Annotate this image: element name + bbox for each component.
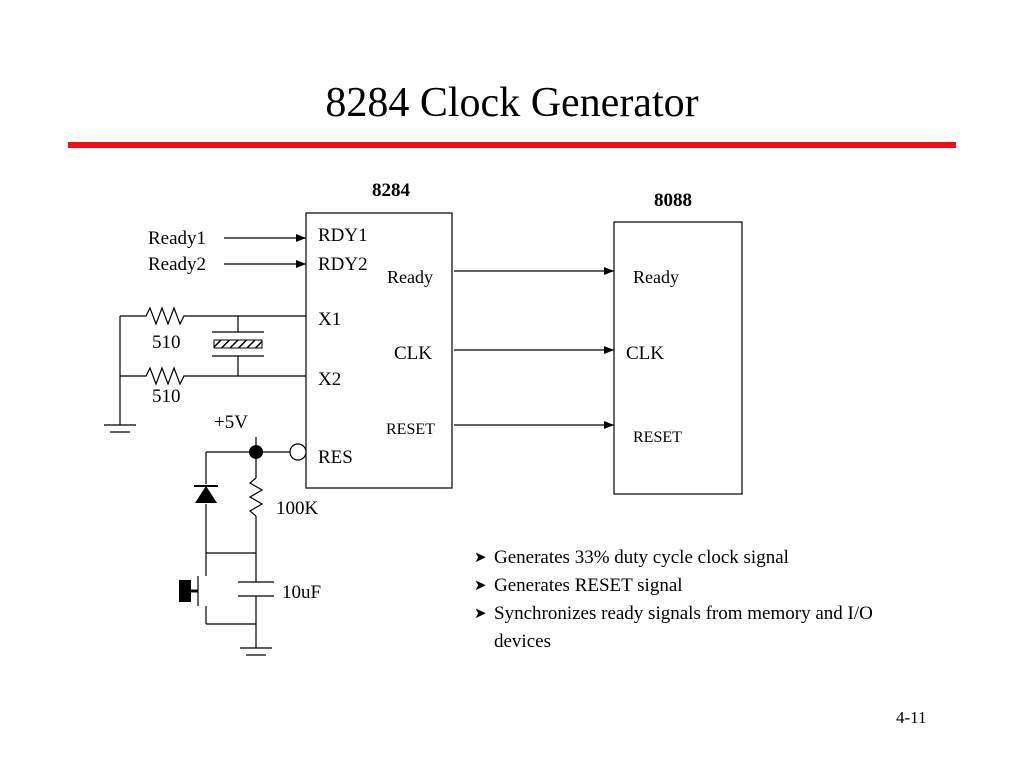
pin-reset-in-label: RESET xyxy=(633,429,682,446)
pin-rdy2-label: RDY2 xyxy=(318,254,368,275)
reset-capacitor-label: 10uF xyxy=(282,582,321,603)
pin-x1-label: X1 xyxy=(318,309,341,330)
pin-reset-out-label: RESET xyxy=(386,421,435,438)
ground-icon-reset xyxy=(240,647,272,656)
resistor-value-top: 510 xyxy=(152,332,181,353)
bullet-item: ➤Generates 33% duty cycle clock signal xyxy=(472,544,912,572)
feature-bullets: ➤Generates 33% duty cycle clock signal ➤… xyxy=(472,544,912,656)
chip-8088-label: 8088 xyxy=(654,190,692,211)
supply-node-dot xyxy=(249,445,263,459)
pin-ready-out-label: Ready xyxy=(387,267,433,287)
pin-res-label: RES xyxy=(318,447,353,468)
diode-icon xyxy=(194,485,218,503)
page-number: 4-11 xyxy=(896,708,927,727)
pin-x2-label: X2 xyxy=(318,369,341,390)
ground-icon xyxy=(104,424,136,433)
ready2-input-label: Ready2 xyxy=(148,254,206,275)
reset-resistor-label: 100K xyxy=(276,498,319,519)
chip-8088-body xyxy=(613,221,743,495)
push-switch-icon xyxy=(179,580,198,602)
supply-voltage-label: +5V xyxy=(214,412,248,433)
crystal-network xyxy=(119,306,306,425)
slide-title: 8284 Clock Generator xyxy=(325,80,699,126)
pin-rdy1-label: RDY1 xyxy=(318,225,368,246)
res-input-pin xyxy=(289,443,307,461)
bullet-item: ➤Generates RESET signal xyxy=(472,572,912,600)
resistor-value-bottom: 510 xyxy=(152,386,181,407)
crystal-icon xyxy=(213,339,263,349)
arrowhead-bullet-icon: ➤ xyxy=(474,578,487,594)
arrowhead-bullet-icon: ➤ xyxy=(474,550,487,566)
pin-ready-in-label: Ready xyxy=(633,267,679,287)
arrowhead-bullet-icon: ➤ xyxy=(474,606,487,622)
pin-clk-out-label: CLK xyxy=(394,343,432,364)
pin-clk-in-label: CLK xyxy=(626,343,664,364)
title-divider xyxy=(68,142,956,148)
chip-8284-body xyxy=(305,212,453,489)
chip-8284-label: 8284 xyxy=(372,180,411,201)
reset-circuit xyxy=(197,437,290,648)
ready1-input-label: Ready1 xyxy=(148,228,206,249)
bullet-item: ➤Synchronizes ready signals from memory … xyxy=(472,600,912,656)
